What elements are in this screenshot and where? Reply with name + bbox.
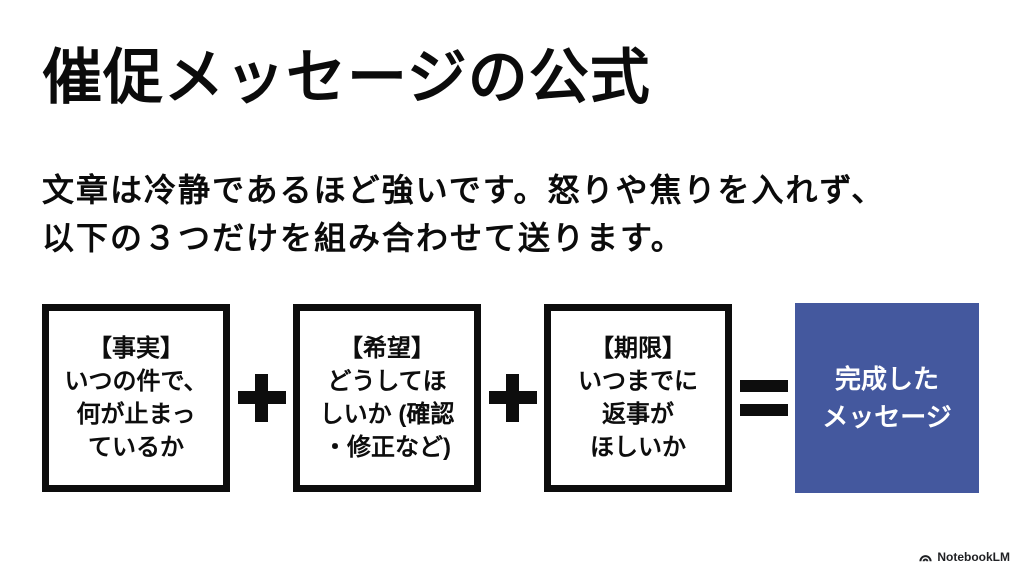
request-box-line: どうしてほ — [327, 368, 447, 395]
fact-box: 【事実】 いつの件で、 何が止まっ ているか — [42, 304, 230, 492]
fact-box-line: ているか — [88, 434, 184, 461]
brand-name: NotebookLM — [937, 550, 1010, 564]
request-box: 【希望】 どうしてほ しいか (確認 ・修正など) — [293, 304, 481, 492]
deadline-box-line: いつまでに — [578, 368, 698, 395]
formula-row: 【事実】 いつの件で、 何が止まっ ているか 【希望】 どうしてほ しいか (確… — [42, 303, 979, 493]
deadline-box-heading: 【期限】 — [590, 335, 686, 362]
result-box-line: 完成した — [834, 364, 939, 394]
fact-box-heading: 【事実】 — [88, 335, 184, 362]
deadline-box-line: ほしいか — [590, 434, 686, 461]
deadline-box: 【期限】 いつまでに 返事が ほしいか — [544, 304, 732, 492]
request-box-heading: 【希望】 — [339, 335, 435, 362]
fact-box-line: 何が止まっ — [76, 401, 196, 428]
request-box-line: ・修正など) — [323, 434, 451, 461]
result-box: 完成した メッセージ — [795, 303, 979, 493]
request-box-line: しいか (確認 — [319, 401, 455, 428]
slide-body: 文章は冷静であるほど強いです。怒りや焦りを入れず、 以下の３つだけを組み合わせて… — [42, 166, 885, 262]
slide-title: 催促メッセージの公式 — [42, 44, 651, 111]
equals-icon — [739, 380, 788, 416]
notebooklm-icon — [919, 551, 932, 564]
plus-icon — [237, 374, 286, 422]
fact-box-line: いつの件で、 — [64, 368, 208, 395]
body-line-2: 以下の３つだけを組み合わせて送ります。 — [42, 220, 685, 256]
brand-footer: NotebookLM — [919, 550, 1010, 564]
body-line-1: 文章は冷静であるほど強いです。怒りや焦りを入れず、 — [42, 172, 886, 208]
deadline-box-line: 返事が — [602, 401, 674, 428]
result-box-line: メッセージ — [822, 402, 952, 432]
plus-icon — [488, 374, 537, 422]
